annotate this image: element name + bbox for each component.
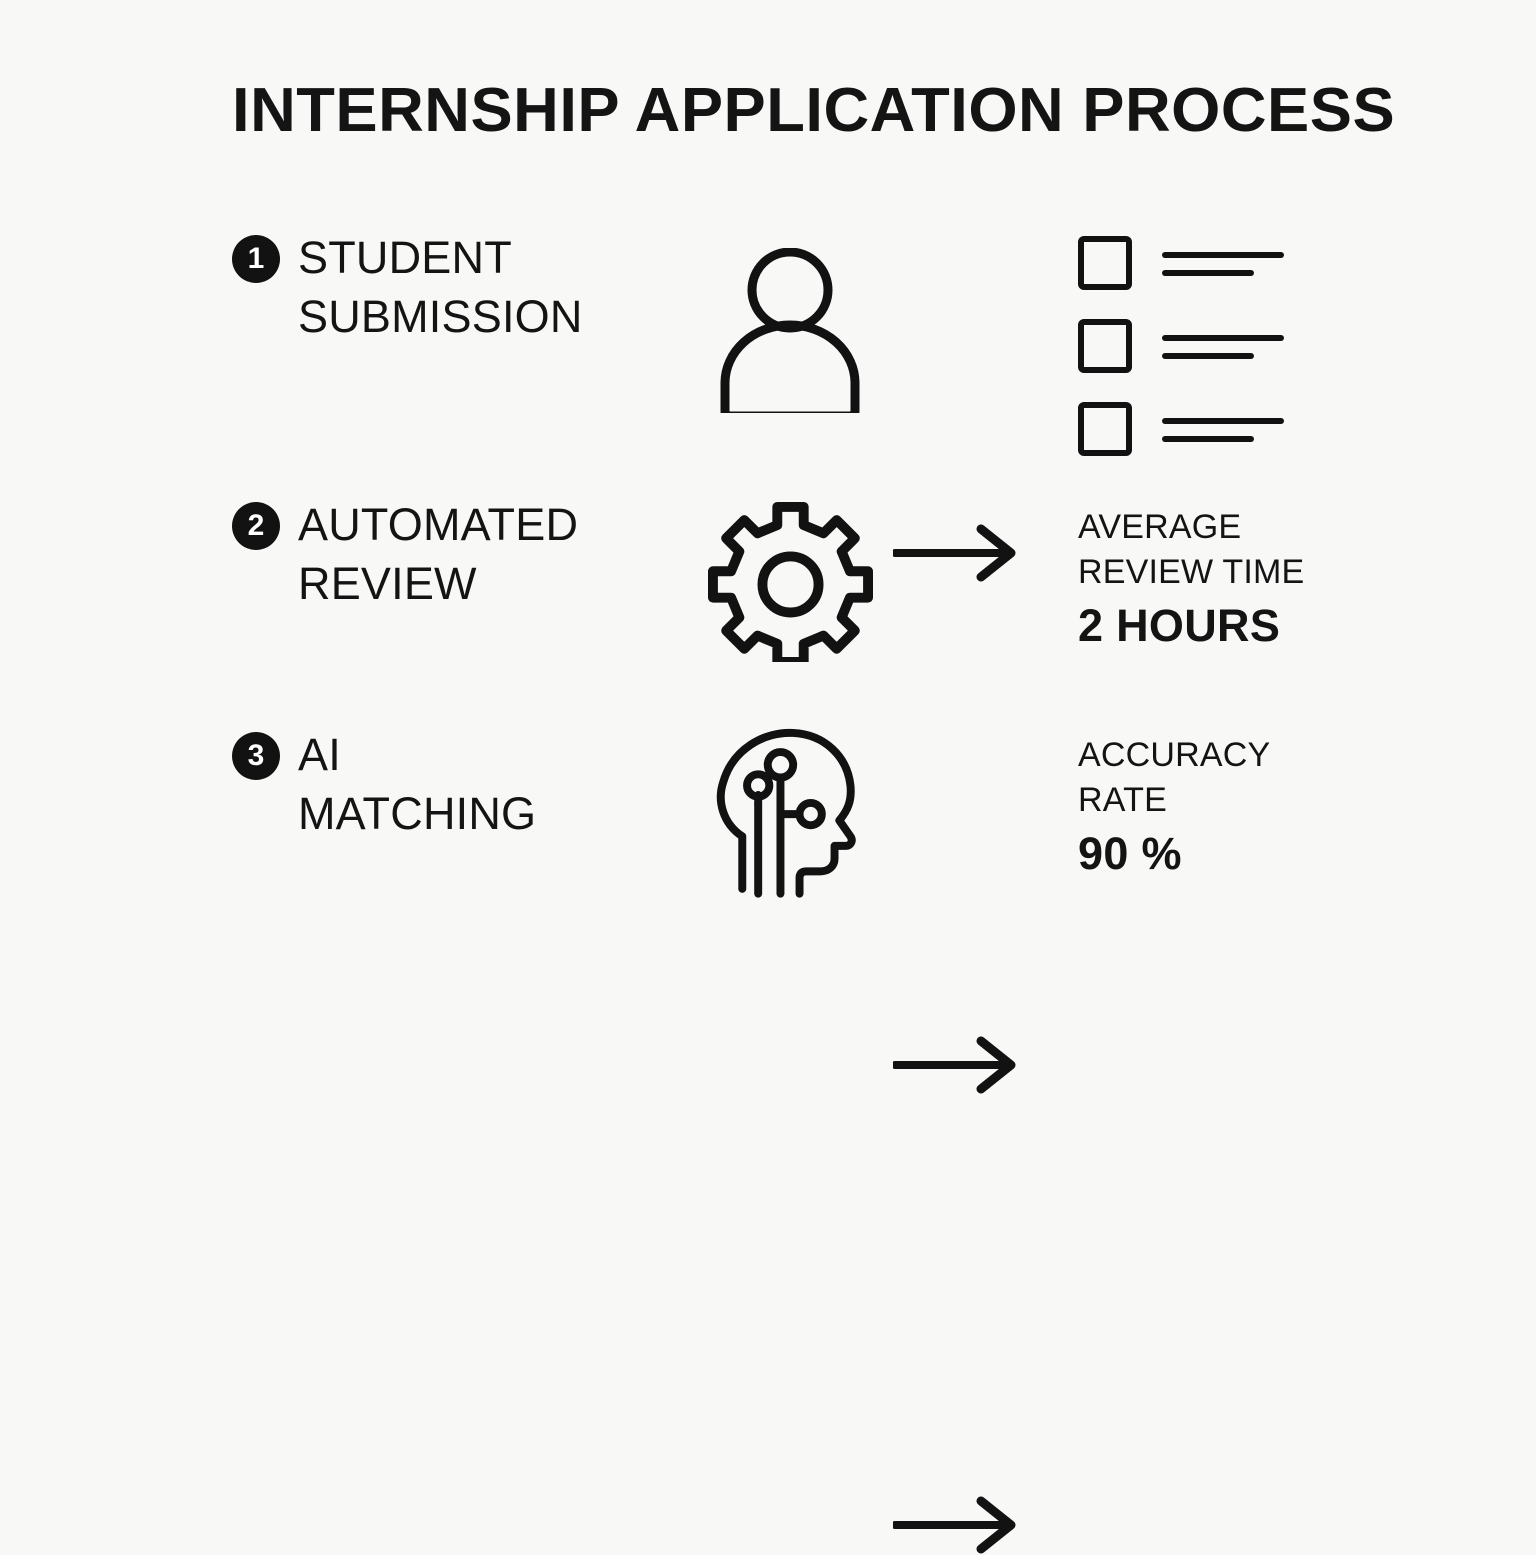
process-step-row-1: 1 STUDENT SUBMISSION xyxy=(0,228,1536,582)
step-number-badge-2: 2 xyxy=(232,502,280,550)
stat-caption-3: ACCURACY RATE xyxy=(1078,736,1271,820)
connector-arrow-3 xyxy=(893,1495,1023,1555)
step-result-3: ACCURACY RATE 90 % xyxy=(1078,733,1338,881)
checkbox-icon xyxy=(1078,402,1132,456)
infographic-poster: INTERNSHIP APPLICATION PROCESS 1 STUDENT… xyxy=(0,76,1536,1554)
checklist-graphic xyxy=(1078,236,1338,456)
step-label-1: 1 STUDENT SUBMISSION xyxy=(232,228,583,347)
text-line xyxy=(1162,418,1284,424)
process-step-row-3: 3 AI MATCHING xyxy=(0,725,1536,1554)
stat-value-3: 90 % xyxy=(1078,828,1182,880)
connector-arrow-2 xyxy=(893,1035,1023,1095)
connector-arrow-1 xyxy=(893,523,1023,583)
ai-head-icon xyxy=(716,728,856,898)
checkbox-icon xyxy=(1078,236,1132,290)
arrow-right-icon xyxy=(893,1496,1016,1554)
step-result-1 xyxy=(1078,236,1338,456)
step-number-badge-1: 1 xyxy=(232,235,280,283)
text-line xyxy=(1162,436,1254,442)
person-icon xyxy=(720,248,860,413)
step-title-1: STUDENT SUBMISSION xyxy=(298,232,583,343)
checklist-item-lines xyxy=(1162,333,1284,359)
checklist-item xyxy=(1078,236,1338,290)
checklist-item-lines xyxy=(1162,250,1284,276)
process-step-row-2: 2 AUTOMATED REVIEW AVERAGE REVIEW TIME 2… xyxy=(0,495,1536,1094)
checklist-item xyxy=(1078,319,1338,373)
gear-icon xyxy=(707,501,873,662)
text-line xyxy=(1162,353,1254,359)
step-number-badge-3: 3 xyxy=(232,732,280,780)
step-label-3: 3 AI MATCHING xyxy=(232,725,536,844)
arrow-right-icon xyxy=(893,524,1016,582)
checklist-item-lines xyxy=(1162,416,1284,442)
stat-caption-2: AVERAGE REVIEW TIME xyxy=(1078,508,1305,592)
checkbox-icon xyxy=(1078,319,1132,373)
step-title-2: AUTOMATED REVIEW xyxy=(298,499,579,610)
text-line xyxy=(1162,335,1284,341)
stat-value-2: 2 HOURS xyxy=(1078,600,1281,652)
step-icon-slot-2 xyxy=(700,497,880,662)
step-label-2: 2 AUTOMATED REVIEW xyxy=(232,495,578,614)
arrow-right-icon xyxy=(893,1036,1016,1094)
text-line xyxy=(1162,270,1254,276)
step-icon-slot-3 xyxy=(700,725,880,900)
page-title: INTERNSHIP APPLICATION PROCESS xyxy=(232,76,1396,145)
step-title-3: AI MATCHING xyxy=(298,729,537,840)
step-icon-slot-1 xyxy=(700,248,880,413)
checklist-item xyxy=(1078,402,1338,456)
step-result-2: AVERAGE REVIEW TIME 2 HOURS xyxy=(1078,505,1338,653)
text-line xyxy=(1162,252,1284,258)
